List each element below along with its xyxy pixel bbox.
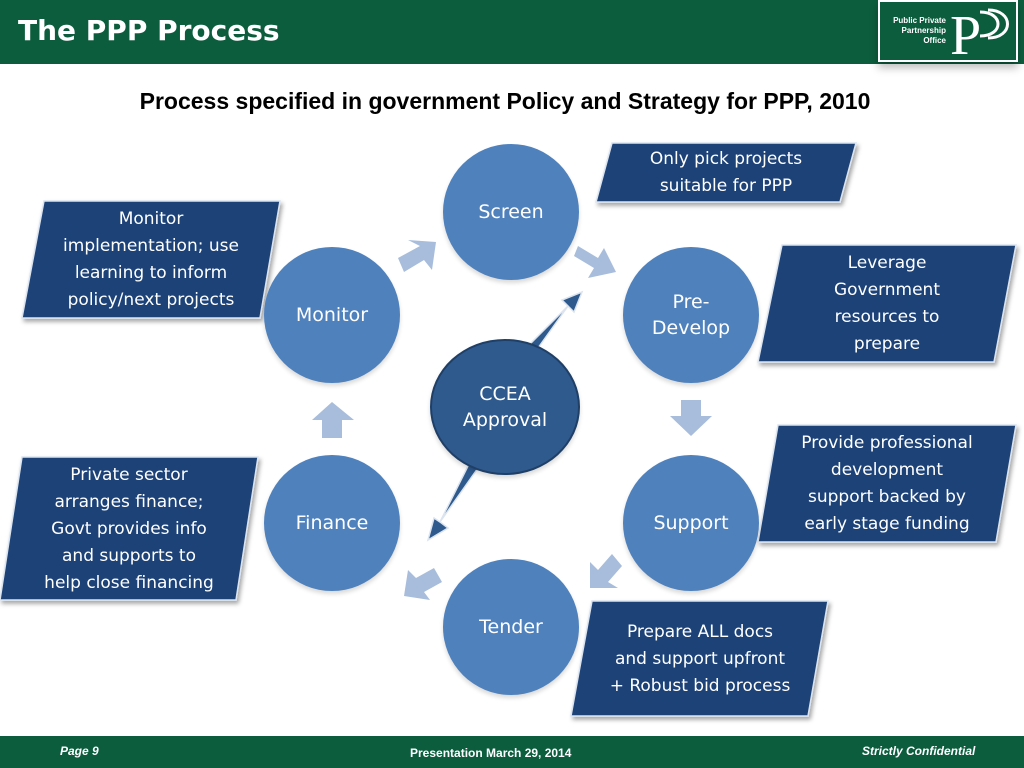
arrow-tender-to-finance [404, 568, 442, 600]
slide-title: The PPP Process [18, 14, 280, 47]
page-number: Page 9 [60, 744, 99, 758]
header-bar [0, 0, 1024, 64]
stage-ccea-approval: CCEA Approval [430, 339, 580, 475]
slide-subtitle: Process specified in government Policy a… [139, 88, 871, 114]
callout-support-shape [757, 424, 1017, 543]
callout-predevelop-shape [757, 244, 1017, 363]
arrow-predevelop-to-support [670, 400, 712, 436]
callout-predevelop: Leverage Government resources to prepare [833, 253, 941, 354]
callout-finance-shape [0, 456, 259, 601]
stage-finance: Finance [264, 455, 400, 591]
callout-screen-shape [595, 142, 857, 203]
callout-support: Provide professional development support… [801, 433, 973, 534]
stage-tender: Tender [443, 559, 579, 695]
callout-screen: Only pick projects suitable for PPP [649, 149, 803, 196]
logo-p-icon: P [950, 5, 1009, 60]
svg-text:P: P [950, 5, 981, 60]
callout-tender-shape [570, 600, 829, 717]
arrow-screen-to-predevelop [574, 246, 616, 278]
arrow-monitor-to-screen [398, 240, 436, 272]
arrow-finance-to-monitor [312, 402, 354, 438]
stage-support: Support [623, 455, 759, 591]
callout-monitor-shape [21, 200, 281, 319]
arrow-support-to-tender [590, 554, 622, 588]
stage-monitor: Monitor [264, 247, 400, 383]
ppp-office-logo: Public Private Partnership Office P [878, 0, 1018, 62]
callout-monitor: Monitor implementation; use learning to … [63, 209, 239, 310]
footer-bar [0, 736, 1024, 768]
logo-text: Public Private Partnership Office [893, 16, 946, 45]
stage-predevelop: Pre- Develop [623, 247, 759, 383]
confidentiality-note: Strictly Confidential [862, 744, 976, 758]
presentation-date: Presentation March 29, 2014 [410, 746, 572, 760]
callout-finance: Private sector arranges finance; Govt pr… [44, 464, 214, 593]
stage-screen: Screen [443, 144, 579, 280]
arrow-ccea-to-finance [426, 460, 480, 542]
callout-tender: Prepare ALL docs and support upfront + R… [609, 621, 791, 696]
